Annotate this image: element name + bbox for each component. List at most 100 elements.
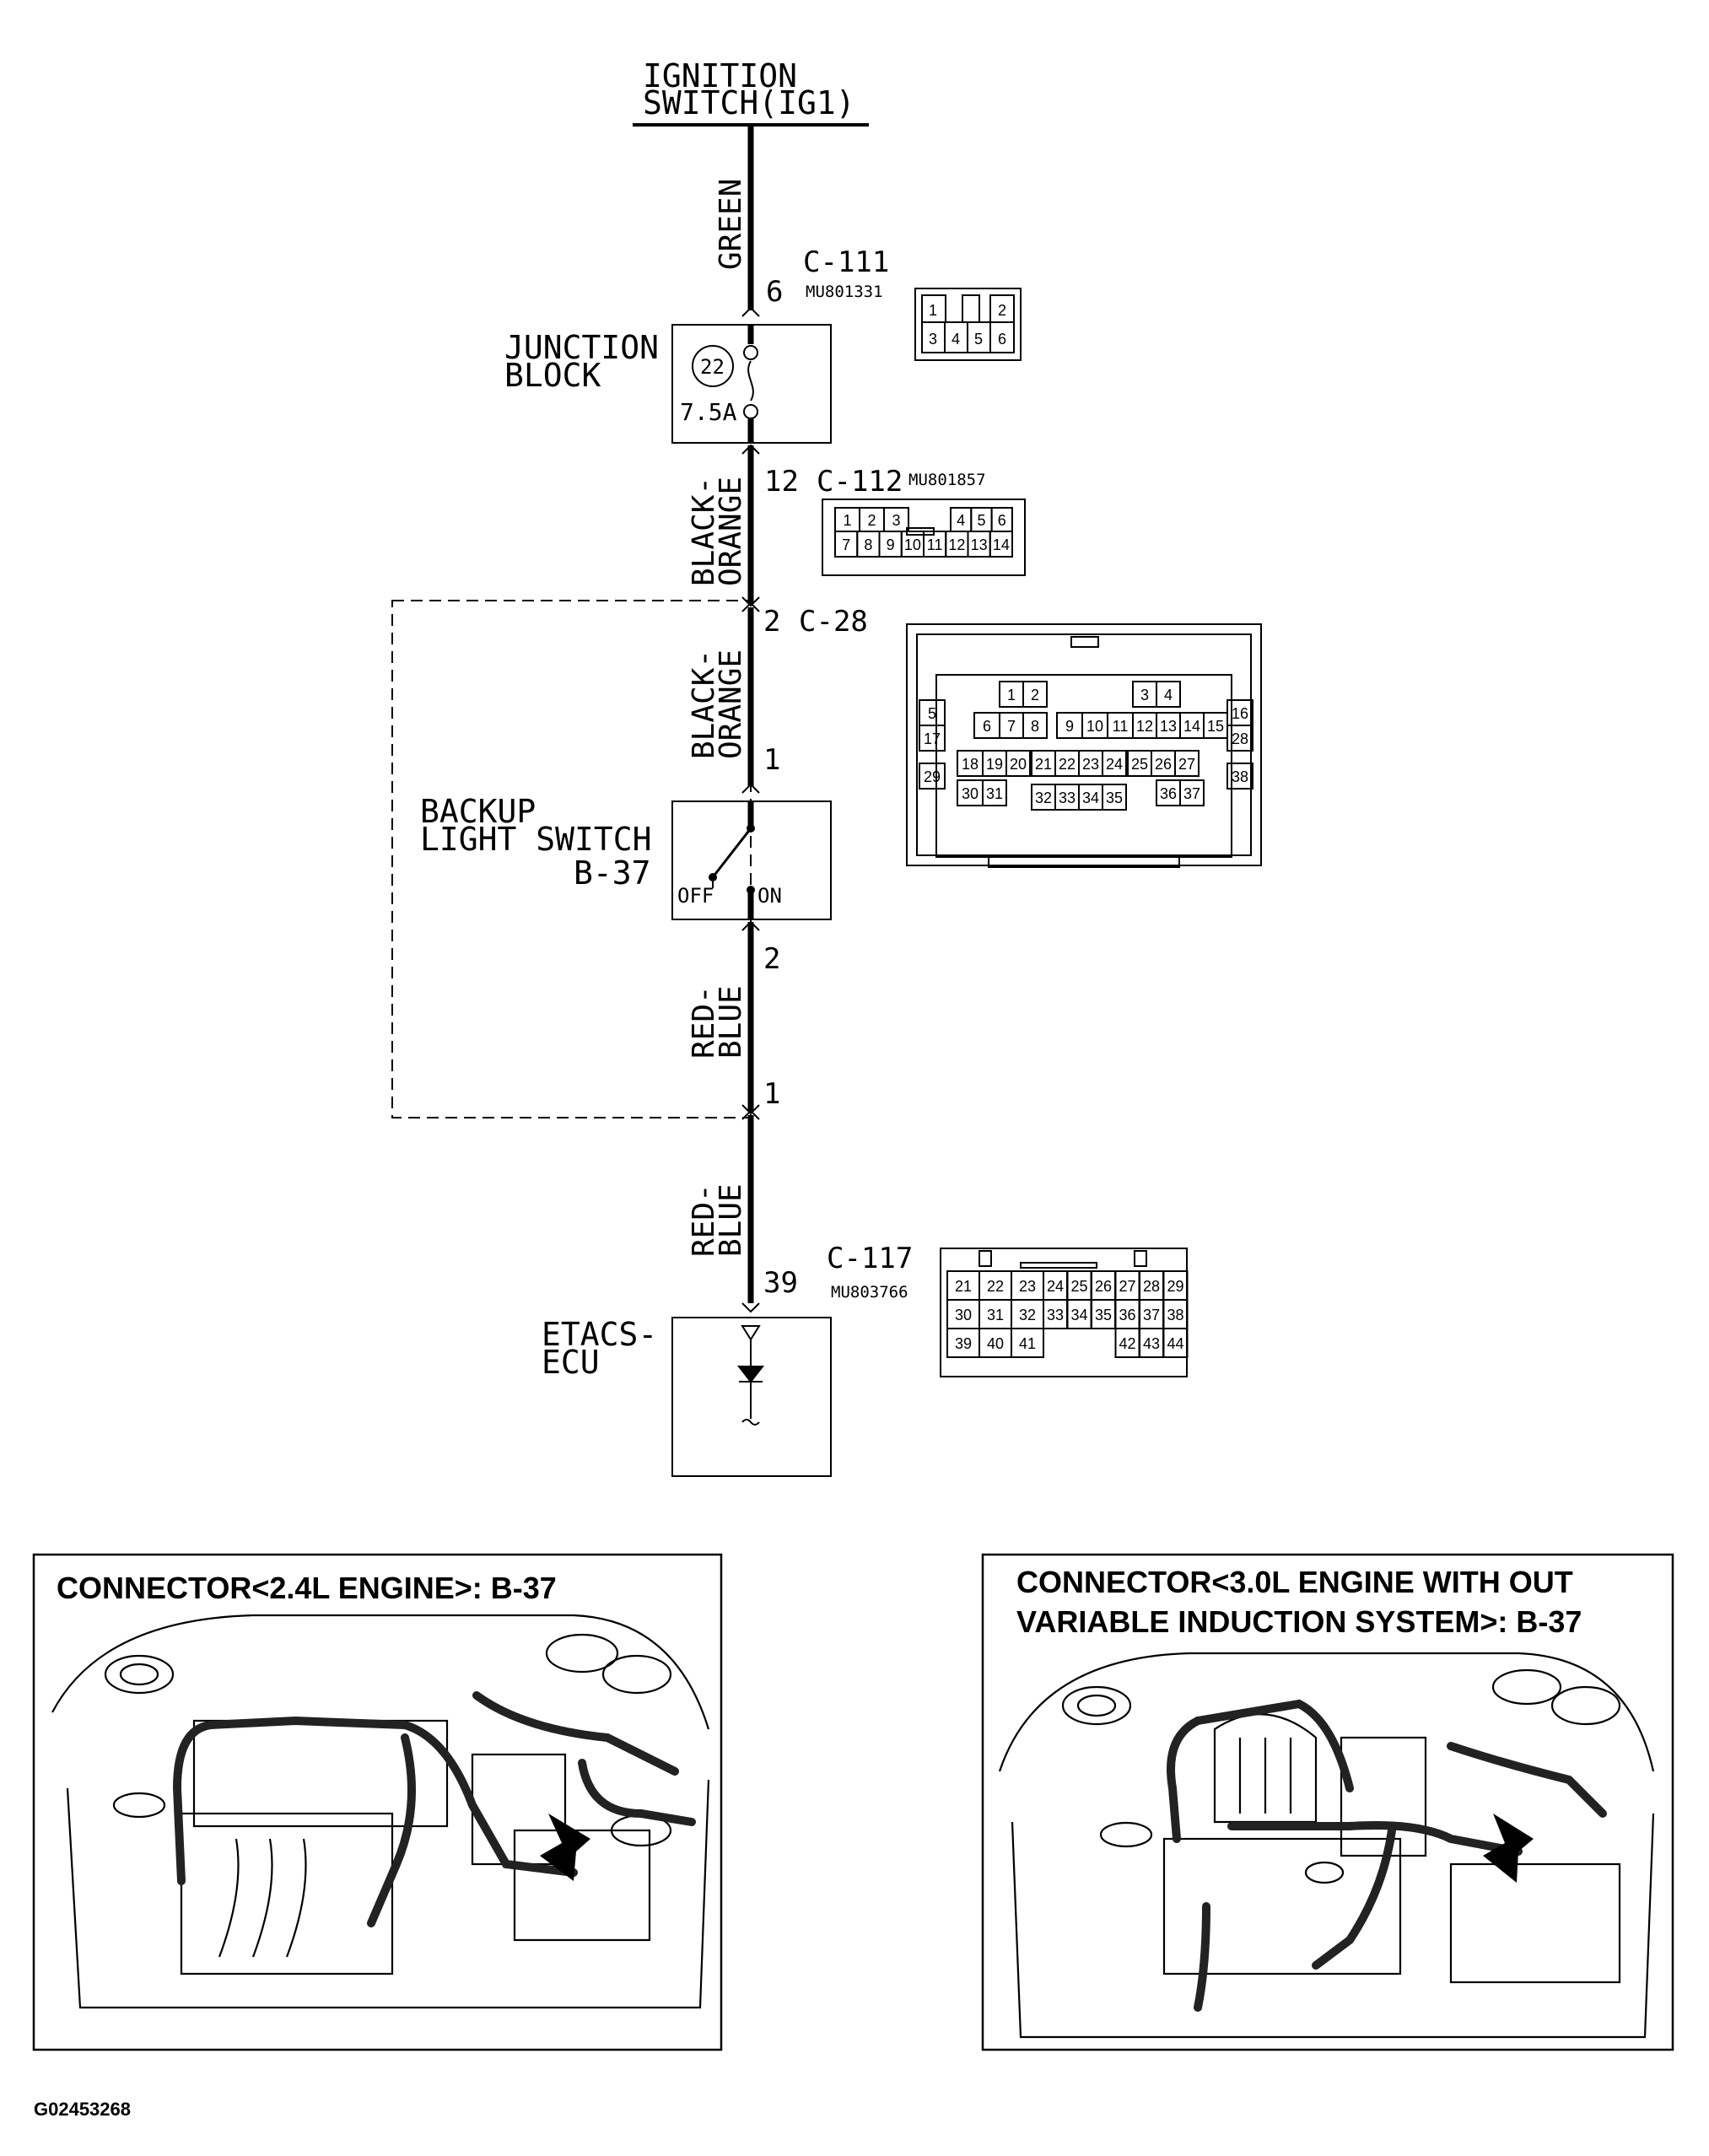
c28-pin: 3: [1140, 687, 1149, 703]
junction-block: JUNCTION BLOCK 22 7.5A: [504, 324, 832, 444]
c117-pin: 33: [1047, 1307, 1064, 1323]
etacs-diode: [736, 1366, 765, 1383]
connector-mark: [741, 1104, 760, 1115]
c112-pin-label: 12: [764, 465, 799, 499]
wire-color-black-orange-1a: BLACK-: [687, 477, 721, 586]
c111-pin: 6: [998, 331, 1006, 348]
c112-cell: [989, 531, 1013, 558]
c28-pin: 34: [1082, 790, 1099, 806]
fuse-element: [747, 360, 754, 402]
backup-switch-boundary: [391, 600, 752, 1118]
etacs-label-1: ETACS-: [542, 1316, 657, 1353]
switch-off-label: OFF: [677, 884, 714, 908]
wire-color-black-orange-1b: ORANGE: [714, 477, 748, 586]
c28-pin: 23: [1082, 756, 1099, 773]
panel-2-title-1: CONNECTOR<3.0L ENGINE WITH OUT: [1016, 1565, 1573, 1599]
c28-cell: [1179, 779, 1205, 806]
c117-pin: 41: [1019, 1335, 1036, 1352]
c28-cell: [1102, 750, 1127, 777]
backup-switch-label-2: LIGHT SWITCH: [420, 821, 652, 858]
c28-pin: 13: [1160, 718, 1177, 735]
c112-pin: 5: [977, 512, 985, 529]
c111-pin: 4: [952, 331, 960, 348]
c111-pin: 5: [974, 331, 983, 348]
c117-pin: 39: [955, 1335, 972, 1352]
c111-id: C-111: [803, 245, 889, 279]
c28-cell: [919, 763, 946, 790]
c111-pin: 2: [998, 302, 1006, 319]
connector-location-panel-2: CONNECTOR<3.0L ENGINE WITH OUT VARIABLE …: [981, 1553, 1674, 2051]
wire-color-black-orange-2a: BLACK-: [687, 649, 721, 759]
junction-block-label-1: JUNCTION: [504, 329, 659, 366]
c28-pin: 7: [1007, 718, 1016, 735]
c28-pin-bottom: 1: [763, 743, 780, 777]
c112-part: MU801857: [908, 471, 986, 489]
connector-location-panel-1: CONNECTOR<2.4L ENGINE>: B-37: [32, 1553, 723, 2051]
c117-pin: 36: [1119, 1307, 1135, 1323]
c117-pin: 31: [987, 1307, 1004, 1323]
c28-pin: 26: [1155, 756, 1172, 773]
figure-code: G02453268: [34, 2099, 131, 2120]
wire-color-green: GREEN: [714, 179, 748, 270]
c111-cell: [989, 321, 1015, 353]
c28-pin: 11: [1113, 718, 1129, 735]
c117-pin: 22: [987, 1278, 1004, 1295]
c117-part: MU803766: [831, 1283, 908, 1302]
c28-cell: [1005, 750, 1031, 777]
c117-pin: 44: [1167, 1335, 1183, 1352]
connector-c111: 6 C-111 MU801331 1 2 3 4 5 6: [766, 245, 1022, 361]
c117-pin: 23: [1019, 1278, 1036, 1295]
c28-pin: 36: [1160, 785, 1177, 802]
c28-pin: 38: [1232, 768, 1248, 785]
c28-cell: [1022, 681, 1048, 708]
panel-1-arrow: [540, 1814, 590, 1881]
c28-pin: 8: [1031, 718, 1039, 735]
c28-cell: [982, 779, 1007, 806]
engine-bay-illustration-1: [51, 1614, 710, 2009]
c117-pin: 35: [1095, 1307, 1112, 1323]
c111-pin: 3: [929, 331, 937, 348]
c112-pin: 6: [998, 512, 1006, 529]
wire-color-red-blue-1b: BLUE: [714, 985, 748, 1059]
ignition-switch-label-2: SWITCH(IG1): [643, 84, 855, 121]
b37-pin-top: 2: [763, 942, 780, 976]
fuse-terminal-top: [743, 345, 758, 360]
c117-pin: 27: [1119, 1278, 1135, 1295]
wire-labels: GREEN BLACK- ORANGE BLACK- ORANGE RED- B…: [687, 179, 748, 1257]
fuse-number: 22: [700, 355, 725, 379]
connector-mark: [741, 1109, 760, 1120]
engine-bay-illustration-2: [998, 1652, 1655, 2039]
c28-pin: 35: [1106, 790, 1123, 806]
c28-pin: 18: [962, 756, 978, 773]
etacs-label-2: ECU: [542, 1344, 600, 1381]
c28-pin: 21: [1035, 756, 1052, 773]
c28-pin: 32: [1035, 790, 1052, 806]
panel-2-frame: [981, 1553, 1674, 2051]
c28-pin: 30: [962, 785, 978, 802]
panel-2-title-2: VARIABLE INDUCTION SYSTEM>: B-37: [1016, 1604, 1582, 1639]
c28-pin: 16: [1232, 705, 1248, 722]
b37-pin-bottom: 1: [763, 1077, 780, 1111]
c117-pin: 21: [955, 1278, 972, 1295]
c111-face: 1 2 3 4 5 6: [914, 288, 1022, 361]
c28-pin: 37: [1183, 785, 1200, 802]
c28-pin: 4: [1164, 687, 1173, 703]
c111-pin: 1: [929, 302, 937, 319]
c112-pin: 3: [892, 512, 900, 529]
ignition-switch-label-1: IGNITION: [643, 57, 797, 94]
wire-color-red-blue-2b: BLUE: [714, 1183, 748, 1257]
c28-pin: 28: [1232, 730, 1248, 747]
c112-pin: 4: [957, 512, 965, 529]
c28-pin: 2: [1031, 687, 1039, 703]
fuse-rating: 7.5A: [680, 398, 737, 426]
c117-pin: 29: [1167, 1278, 1183, 1295]
c28-pin: 1: [1007, 687, 1016, 703]
c117-pin: 26: [1095, 1278, 1112, 1295]
